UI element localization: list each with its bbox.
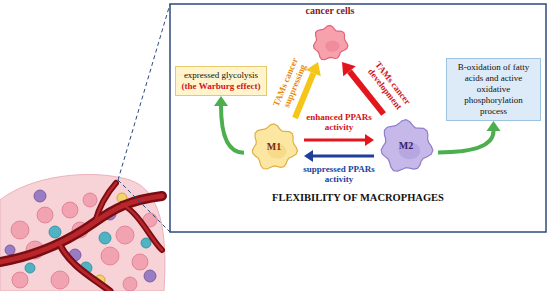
blood-vessel [0, 183, 162, 291]
enhanced-arrow [304, 134, 374, 146]
m2-macrophage: M2 [374, 114, 438, 178]
box-text: expressed glycolysis [179, 70, 263, 81]
cell-label: M1 [267, 141, 281, 153]
metabolism-arrow [214, 96, 244, 153]
zoom-panel [170, 4, 546, 232]
box-text: B-oxidation of fatty acids and active ox… [450, 62, 537, 117]
panel-caption: FLEXIBILITY OF MACROPHAGES [172, 192, 544, 204]
cancer-cell: cancer cells [290, 5, 370, 62]
m1-macrophage: M1 [244, 118, 304, 176]
cell-label: M2 [399, 140, 413, 152]
cancer-cell-cluster [11, 193, 157, 291]
metabolism-arrow [438, 121, 501, 152]
tumor-mass [0, 174, 165, 291]
zoom-lines [118, 4, 170, 232]
glycolysis-box: expressed glycolysis(the Warburg effect) [175, 66, 267, 96]
arrow-label: suppressed PPARs activity [303, 164, 375, 184]
box-text: (the Warburg effect) [179, 81, 263, 92]
suppressed-arrow [304, 150, 374, 162]
arrow-label: enhanced PPARs activity [303, 112, 375, 132]
cell-label: cancer cells [290, 5, 370, 17]
oxidation-box: B-oxidation of fatty acids and active ox… [446, 58, 541, 121]
